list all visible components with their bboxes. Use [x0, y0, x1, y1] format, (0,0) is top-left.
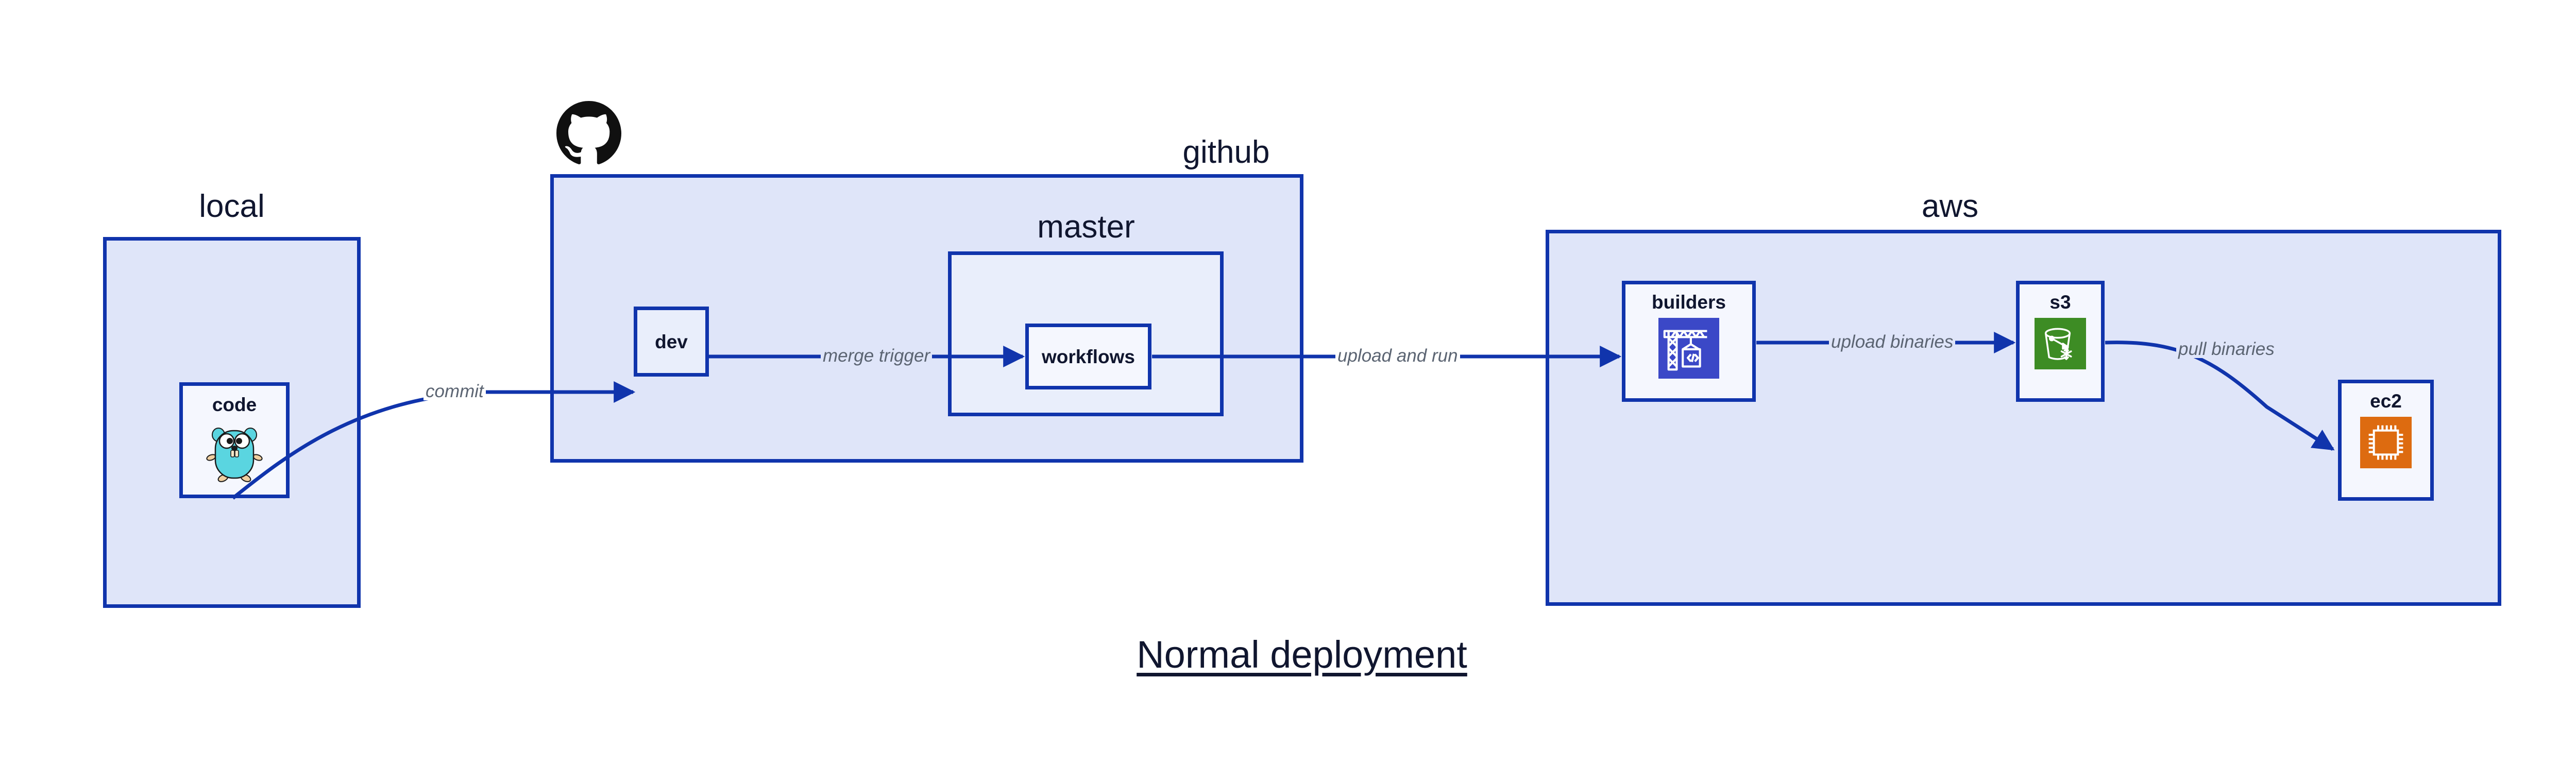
node-code[interactable]: code	[179, 382, 290, 498]
crane-code-icon	[1658, 318, 1719, 381]
group-label-local: local	[199, 189, 265, 224]
group-label-master: master	[1037, 209, 1135, 245]
edge-label-upload-and-run: upload and run	[1335, 347, 1460, 365]
go-gopher-icon	[206, 421, 263, 486]
node-dev[interactable]: dev	[634, 307, 709, 377]
node-label-s3: s3	[2049, 292, 2071, 313]
node-label-dev: dev	[655, 331, 688, 352]
node-workflows[interactable]: workflows	[1025, 324, 1151, 389]
edge-label-pull-binaries: pull binaries	[2176, 340, 2277, 358]
edge-label-commit: commit	[423, 382, 486, 400]
node-label-workflows: workflows	[1042, 346, 1135, 367]
node-label-builders: builders	[1652, 292, 1726, 313]
s3-bucket-icon	[2035, 318, 2086, 372]
diagram-title: Normal deployment	[1137, 633, 1467, 676]
node-label-code: code	[212, 394, 257, 415]
node-builders[interactable]: builders	[1622, 281, 1756, 402]
group-label-github: github	[1182, 134, 1270, 170]
edge-label-merge-trigger: merge trigger	[821, 347, 933, 365]
cpu-chip-icon	[2360, 417, 2412, 471]
edge-label-upload-binaries: upload binaries	[1829, 333, 1956, 351]
node-label-ec2: ec2	[2370, 390, 2402, 412]
node-s3[interactable]: s3	[2016, 281, 2105, 402]
group-label-aws: aws	[1921, 189, 1979, 224]
github-octocat-logo	[556, 101, 621, 166]
node-ec2[interactable]: ec2	[2338, 380, 2434, 501]
